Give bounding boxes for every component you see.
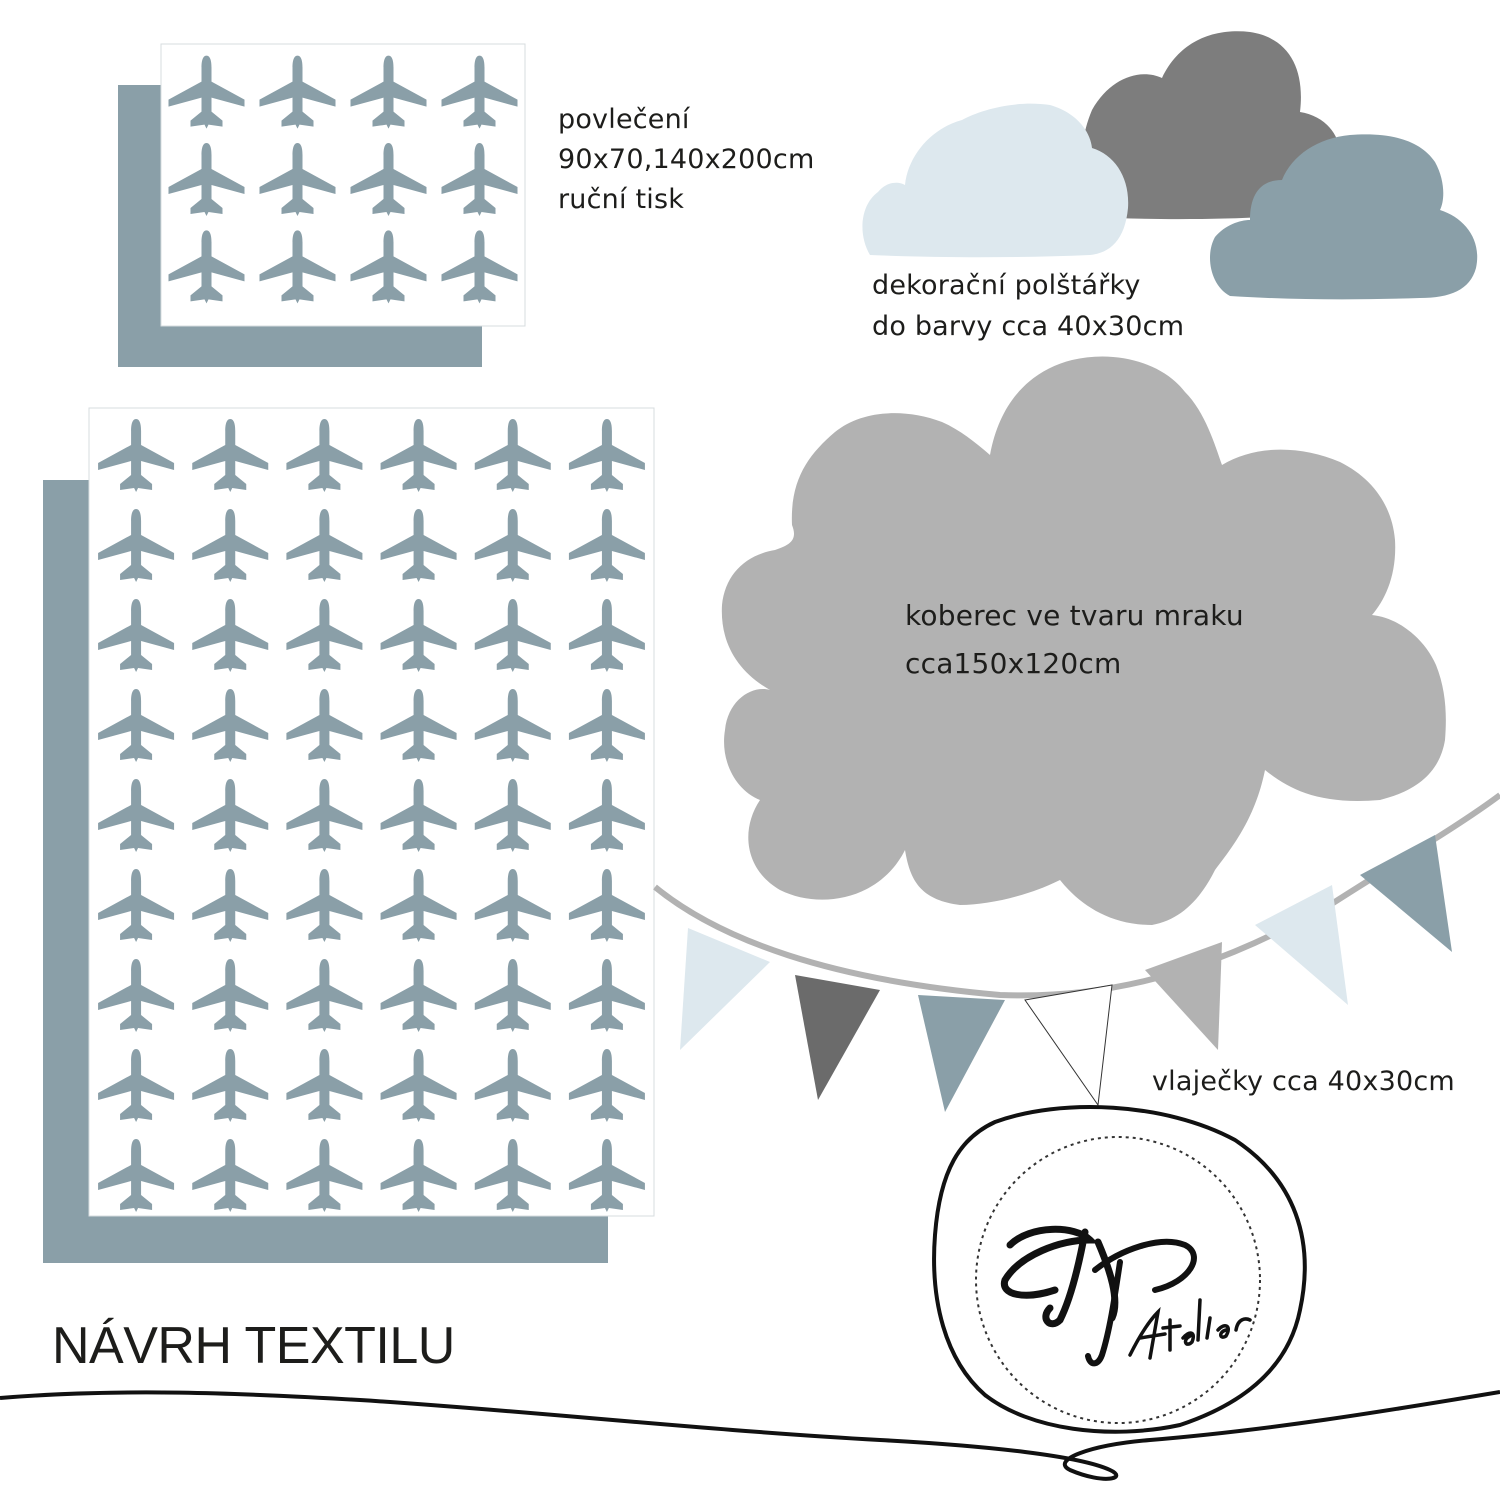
flag-grey <box>1145 942 1222 1050</box>
logo-monogram-k <box>1000 1225 1119 1328</box>
cloud-rug <box>721 356 1446 925</box>
logo-dotted-ring <box>975 1136 1261 1424</box>
cushions-label-line-2: do barvy cca 40x30cm <box>872 311 1185 342</box>
rug-label: koberec ve tvaru mraku cca150x120cm <box>905 592 1244 688</box>
rug-label-line-2: cca150x120cm <box>905 647 1122 680</box>
rug-label-line-1: koberec ve tvaru mraku <box>905 599 1244 632</box>
cushion-clouds <box>862 31 1478 300</box>
flag-slate-2 <box>1360 835 1452 952</box>
flag-light-blue <box>680 928 770 1050</box>
logo-monogram-p <box>1085 1238 1197 1367</box>
bunting-flags <box>680 835 1452 1112</box>
light-blue-cloud-cushion <box>862 103 1129 258</box>
flag-dark-grey <box>795 975 880 1100</box>
bottom-ribbon-line <box>0 1390 1500 1481</box>
large-bedding-sheet <box>88 407 655 1217</box>
logo-word-atelier <box>1128 1298 1252 1360</box>
logo-outer-ring <box>932 1105 1307 1434</box>
dark-grey-cloud-cushion <box>1081 31 1341 220</box>
flag-white <box>1024 984 1113 1107</box>
cushions-label-line-1: dekorační polštářky <box>872 270 1141 301</box>
slate-cloud-cushion <box>1210 134 1478 300</box>
bunting-label-text: vlaječky cca 40x30cm <box>1152 1066 1455 1097</box>
flag-light-blue-2 <box>1255 885 1348 1005</box>
small-bedding-label-line-1: povlečení <box>558 104 690 135</box>
small-bedding-label-line-3: ruční tisk <box>558 184 685 215</box>
large-bedding <box>43 407 655 1263</box>
cushions-label: dekorační polštářky do barvy cca 40x30cm <box>872 265 1184 347</box>
small-bedding-label: povlečení 90x70,140x200cm ruční tisk <box>558 100 814 220</box>
small-bedding-label-line-2: 90x70,140x200cm <box>558 144 815 175</box>
flag-slate <box>918 995 1005 1112</box>
kp-atelier-logo <box>932 1105 1307 1434</box>
bunting-label: vlaječky cca 40x30cm <box>1152 1062 1455 1102</box>
page-title: NÁVRH TEXTILU <box>52 1317 455 1375</box>
small-bedding <box>118 43 526 367</box>
